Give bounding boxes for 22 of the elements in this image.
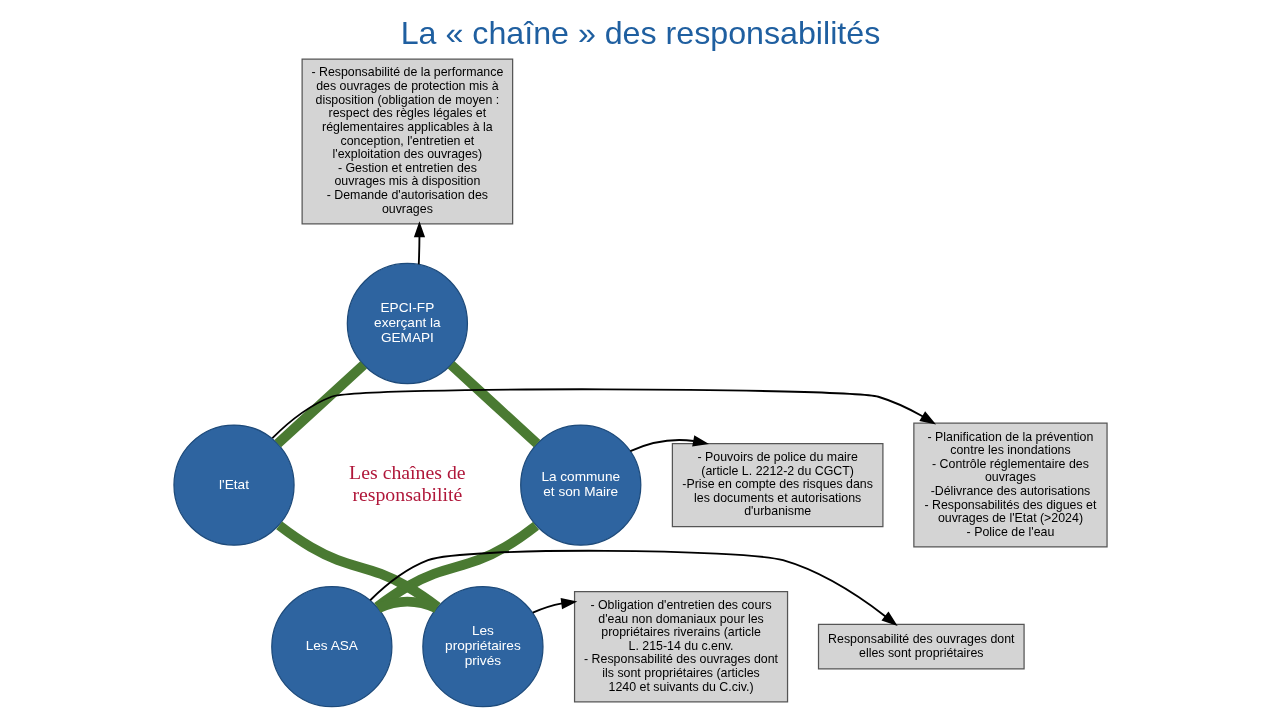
label: Les chaînes de responsabilité xyxy=(348,460,466,505)
connector xyxy=(376,596,438,613)
node-circle: EPCI-FP exerçant la GEMAPI xyxy=(346,262,468,385)
arrow xyxy=(628,435,709,453)
connector xyxy=(273,361,367,448)
node-circle: Les propriétaires privés xyxy=(421,586,544,708)
arrow xyxy=(368,549,898,626)
node-circle: l'Etat xyxy=(172,424,295,546)
diagram-title: La « chaîne » des responsabilités xyxy=(400,14,880,51)
arrow xyxy=(413,221,425,266)
node-box: - Obligation d'entretien des cours d'eau non domaniaux pour les propriétaires riverains (article L. 215-14 du c.env. - Responsabilité des ouvrages dont ils sont propriétaires (articles 1240 et suivants du C.civ.) xyxy=(573,590,788,703)
connector xyxy=(275,521,441,611)
arrow xyxy=(531,597,577,614)
node-box: Responsabilité des ouvrages dont elles sont propriétaires xyxy=(817,623,1025,670)
node-box: - Pouvoirs de police du maire (article L. 2212-2 du CGCT) -Prise en compte des risques dans les documents et autorisations d'urbanisme xyxy=(671,442,884,528)
node-box: - Responsabilité de la performance des ouvrages de protection mis à disposition (obligation de moyen : respect des règles légales et réglementaires applicables à la conception, l'entretien et l'exploitation des ouvrages) - Gestion et entretien des ouvrages mis à disposition - Demande d'autorisation des ouvrages xyxy=(301,58,513,225)
node-circle: Les ASA xyxy=(270,586,392,708)
node-circle: La commune et son Maire xyxy=(519,424,641,546)
arrow xyxy=(270,388,936,440)
connector xyxy=(447,361,540,448)
node-box: - Planification de la prévention contre les inondations - Contrôle réglementaire des ouvrages -Délivrance des autorisations - Responsabilités des digues et ouvrages de l'Etat (>2024) - Police de l'eau xyxy=(912,422,1108,548)
connector xyxy=(373,521,539,611)
